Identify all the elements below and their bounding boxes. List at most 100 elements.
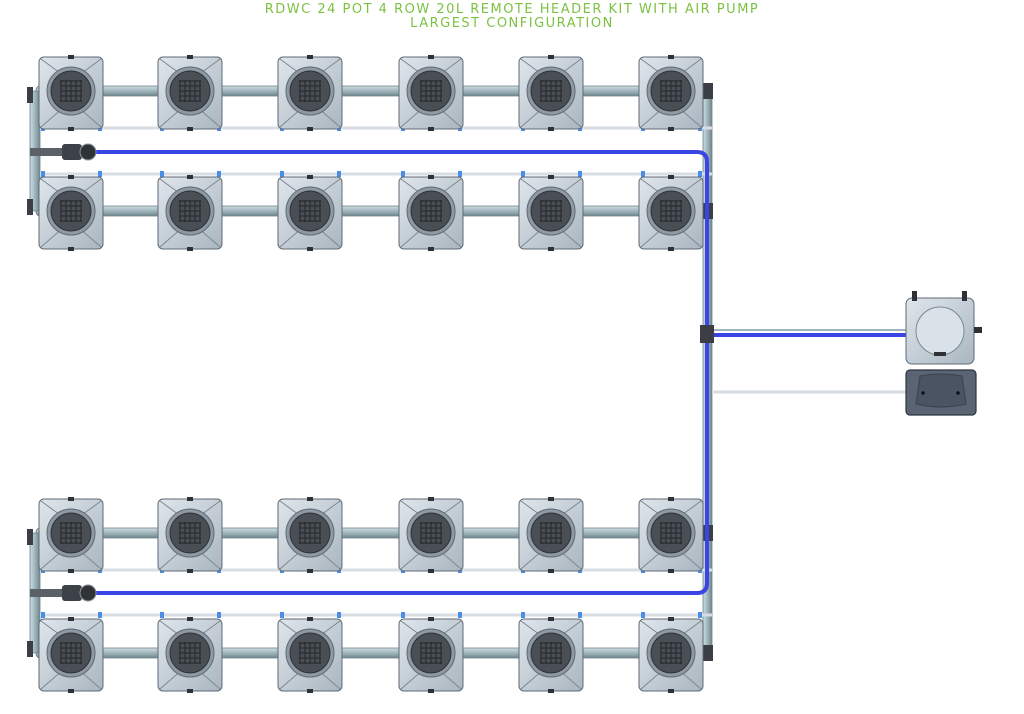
net-pot (540, 80, 562, 102)
pot-clip (307, 617, 313, 621)
tank-fitting (962, 291, 967, 301)
equipment-layer (905, 291, 982, 416)
air-stone-connector (641, 612, 645, 618)
net-pot (660, 80, 682, 102)
row-pipe-4 (35, 647, 709, 659)
net-pot (660, 522, 682, 544)
pots-layer (38, 55, 704, 693)
tee-fitting (702, 645, 713, 661)
pot-clip (307, 497, 313, 501)
pot-18 (638, 497, 704, 573)
pot-clip (187, 247, 193, 251)
air-stone-connector (401, 171, 405, 177)
pot-7 (38, 175, 104, 251)
pot-23 (518, 617, 584, 693)
pot-9 (277, 175, 343, 251)
air-stone-connector (280, 612, 284, 618)
pot-4 (398, 55, 464, 131)
net-pot (179, 642, 201, 664)
air-stone-connector (521, 612, 525, 618)
pot-clip (428, 569, 434, 573)
net-pot (420, 80, 442, 102)
pot-15 (277, 497, 343, 573)
net-pot (299, 200, 321, 222)
pot-clip (548, 175, 554, 179)
pot-clip (307, 55, 313, 59)
pot-clip (187, 127, 193, 131)
pot-clip (668, 175, 674, 179)
valve-body (30, 148, 64, 156)
air-stone-connector (641, 171, 645, 177)
pot-20 (157, 617, 223, 693)
elbow-fitting (27, 87, 33, 103)
air-stone-connector (41, 171, 45, 177)
net-pot (660, 200, 682, 222)
pot-14 (157, 497, 223, 573)
air-stone-connector (698, 612, 702, 618)
net-pot (299, 80, 321, 102)
air-pump-outlet (921, 391, 925, 395)
air-stone-connector (337, 612, 341, 618)
row-pipe-2 (35, 205, 709, 217)
tee-fitting (702, 83, 713, 99)
air-stone-connector (337, 171, 341, 177)
air-stone-connector (401, 612, 405, 618)
pot-clip (68, 617, 74, 621)
net-pot (60, 642, 82, 664)
pot-clip (548, 55, 554, 59)
pot-11 (518, 175, 584, 251)
air-stone-connector (217, 171, 221, 177)
pipes-layer (27, 83, 713, 661)
row-pipe-3 (35, 527, 709, 539)
pot-10 (398, 175, 464, 251)
pot-clip (548, 617, 554, 621)
tank-outlet (974, 327, 982, 333)
pot-clip (428, 689, 434, 693)
air-stone-connector (578, 612, 582, 618)
header-manifold-fitting (700, 325, 714, 343)
row-pipe-1 (35, 85, 709, 97)
pot-clip (668, 497, 674, 501)
pot-clip (307, 175, 313, 179)
elbow-fitting (27, 641, 33, 657)
net-pot (420, 642, 442, 664)
pot-3 (277, 55, 343, 131)
net-pot (299, 642, 321, 664)
pot-clip (68, 569, 74, 573)
net-pot (420, 200, 442, 222)
pot-24 (638, 617, 704, 693)
pot-1 (38, 55, 104, 131)
pot-2 (157, 55, 223, 131)
valve-handle (62, 585, 82, 601)
pot-clip (187, 55, 193, 59)
air-stone-connector (458, 171, 462, 177)
drain-valve-lower (30, 584, 97, 602)
pot-clip (668, 247, 674, 251)
air-stone-connector (41, 612, 45, 618)
pot-clip (428, 127, 434, 131)
pot-clip (548, 497, 554, 501)
net-pot (179, 522, 201, 544)
net-pot (540, 200, 562, 222)
net-pot (420, 522, 442, 544)
air-stone-connector (217, 612, 221, 618)
air-stone-connector (280, 171, 284, 177)
drain-valve-upper (30, 143, 97, 161)
air-stone-connector (578, 171, 582, 177)
water-line-upper (95, 150, 709, 330)
elbow-fitting (27, 199, 33, 215)
tank-lid (915, 306, 965, 356)
air-stone-connector (160, 171, 164, 177)
air-stone-connector (160, 612, 164, 618)
pot-clip (668, 127, 674, 131)
air-stone-connector (698, 171, 702, 177)
net-pot (540, 522, 562, 544)
pot-17 (518, 497, 584, 573)
pot-clip (187, 569, 193, 573)
pot-clip (668, 569, 674, 573)
pot-clip (307, 127, 313, 131)
pot-clip (68, 55, 74, 59)
air-stone-connector (521, 171, 525, 177)
pot-clip (187, 617, 193, 621)
net-pot (179, 200, 201, 222)
